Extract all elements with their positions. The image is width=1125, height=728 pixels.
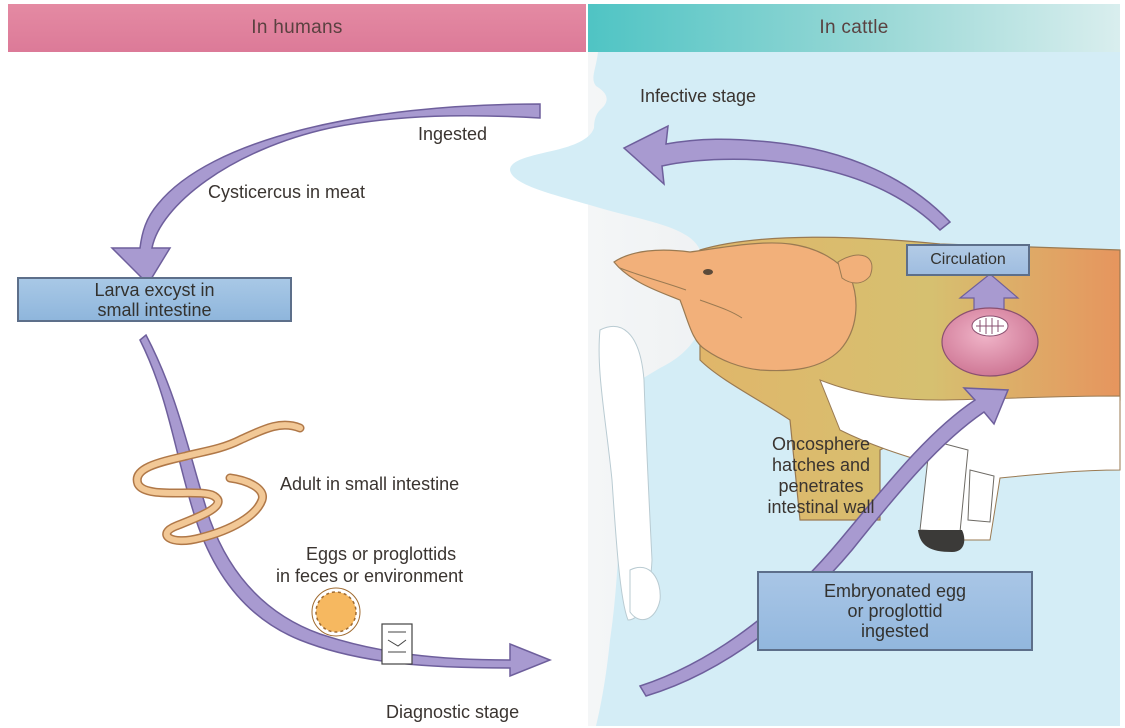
proglottid-icon	[382, 624, 412, 664]
box-larva-excyst: Larva excyst in small intestine	[17, 277, 292, 322]
label-eggs-line2: in feces or environment	[276, 566, 463, 587]
header-in-humans: In humans	[8, 4, 586, 52]
label-eggs-line1: Eggs or proglottids	[306, 544, 456, 565]
header-in-cattle: In cattle	[588, 4, 1120, 52]
box-circulation: Circulation	[906, 244, 1030, 276]
label-diagnostic-stage: Diagnostic stage	[386, 702, 519, 723]
cow-back-leg	[968, 470, 994, 522]
label-infective-stage: Infective stage	[640, 86, 756, 107]
tapeworm-inner	[137, 425, 300, 541]
box-embryonated-egg: Embryonated egg or proglottid ingested	[757, 571, 1033, 651]
egg-icon	[316, 592, 356, 632]
label-ingested: Ingested	[418, 124, 487, 145]
label-adult: Adult in small intestine	[280, 474, 459, 495]
cow-eye	[703, 269, 713, 275]
cow-ear	[838, 255, 872, 283]
label-cysticercus: Cysticercus in meat	[208, 182, 365, 203]
label-oncosphere: Oncosphere hatches and penetrates intest…	[726, 434, 916, 518]
tapeworm-icon	[137, 425, 300, 541]
